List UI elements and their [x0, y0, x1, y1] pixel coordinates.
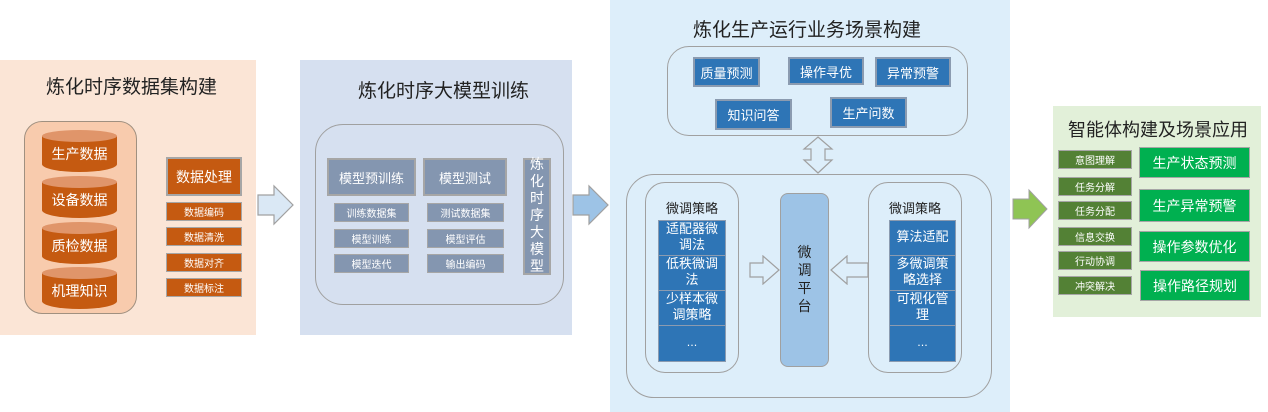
test-step: 模型评估	[427, 229, 504, 248]
data-sources-group: 生产数据 设备数据 质检数据 机理知识	[24, 121, 137, 314]
finetune-platform: 微调平台	[780, 193, 829, 367]
arrow-left-to-platform	[749, 255, 780, 285]
test-step: 测试数据集	[427, 203, 504, 222]
pretrain-step: 模型训练	[334, 229, 409, 248]
bidirectional-arrow	[802, 136, 834, 174]
capability-block: 意图理解	[1058, 150, 1132, 169]
finetune-group	[626, 174, 992, 398]
agent-panel-title: 智能体构建及场景应用	[1068, 120, 1248, 141]
test-block: 模型测试	[423, 158, 507, 196]
capability-block: 冲突解决	[1058, 276, 1132, 295]
processing-step: 数据标注	[166, 278, 242, 297]
scenario-block: 质量预测	[693, 57, 760, 87]
arrow-right-to-platform	[830, 255, 869, 285]
strategy-item: 算法适配	[890, 221, 955, 256]
data-source-label: 设备数据	[51, 193, 108, 209]
left-strategy-title: 微调策略	[665, 202, 718, 217]
capability-block: 信息交换	[1058, 227, 1132, 246]
scenario-group	[667, 46, 968, 136]
scenario-block: 异常预警	[875, 57, 951, 87]
capability-block: 行动协调	[1058, 251, 1132, 270]
data-source-cylinder: 生产数据	[42, 130, 117, 172]
arrow-right-icon	[257, 184, 294, 226]
right-strategy-list: 算法适配 多微调策略选择 可视化管理 ...	[889, 220, 956, 362]
scenario-panel-title: 炼化生产运行业务场景构建	[693, 19, 922, 41]
pretrain-block: 模型预训练	[327, 158, 416, 196]
arrow-left-icon	[830, 255, 869, 285]
strategy-item: 低秩微调法	[659, 256, 725, 291]
arrow-right-icon	[1012, 188, 1048, 230]
pretrain-step: 模型迭代	[334, 254, 409, 273]
right-strategy-title: 微调策略	[888, 202, 941, 217]
arrow-dataset-to-training	[257, 184, 294, 226]
arrow-training-to-scenario	[572, 184, 609, 226]
test-step: 输出编码	[427, 254, 504, 273]
data-source-cylinder: 设备数据	[42, 176, 117, 218]
training-group	[315, 124, 564, 305]
dataset-panel-title: 炼化时序数据集构建	[46, 76, 218, 98]
scenario-block: 生产问数	[830, 97, 907, 128]
scenario-block: 知识问答	[715, 99, 792, 130]
up-down-arrow-icon	[802, 136, 834, 174]
arrow-right-icon	[749, 255, 780, 285]
left-strategy-list: 适配器微调法 低秩微调法 少样本微调策略 ...	[658, 220, 726, 362]
capability-block: 任务分配	[1058, 201, 1132, 220]
processing-step: 数据编码	[166, 202, 242, 221]
timeseries-model-block: 炼化时序大模型	[523, 157, 551, 275]
data-source-label: 质检数据	[51, 239, 108, 255]
data-source-cylinder: 机理知识	[42, 267, 117, 309]
data-source-label: 生产数据	[51, 147, 108, 163]
data-source-label: 机理知识	[51, 284, 108, 300]
right-strategy-group	[868, 182, 962, 373]
arrow-right-icon	[572, 184, 609, 226]
application-block: 生产异常预警	[1139, 189, 1250, 222]
processing-step: 数据清洗	[166, 227, 242, 246]
strategy-item: ...	[917, 336, 928, 349]
arrow-scenario-to-agent	[1012, 188, 1048, 230]
strategy-item: ...	[686, 336, 698, 349]
data-source-cylinder: 质检数据	[42, 222, 117, 264]
scenario-block: 操作寻优	[788, 57, 864, 85]
capability-block: 任务分解	[1058, 177, 1132, 196]
strategy-item: 少样本微调策略	[659, 291, 725, 326]
strategy-item: 多微调策略选择	[890, 256, 955, 291]
application-block: 操作路径规划	[1140, 270, 1250, 301]
strategy-item: 可视化管理	[890, 291, 955, 326]
data-processing-block: 数据处理	[166, 157, 242, 196]
left-strategy-group	[645, 182, 739, 373]
application-block: 操作参数优化	[1139, 231, 1250, 262]
pretrain-step: 训练数据集	[334, 203, 409, 222]
processing-step: 数据对齐	[166, 253, 242, 272]
strategy-item: 适配器微调法	[659, 221, 725, 256]
training-panel-title: 炼化时序大模型训练	[358, 80, 530, 102]
application-block: 生产状态预测	[1139, 147, 1250, 178]
